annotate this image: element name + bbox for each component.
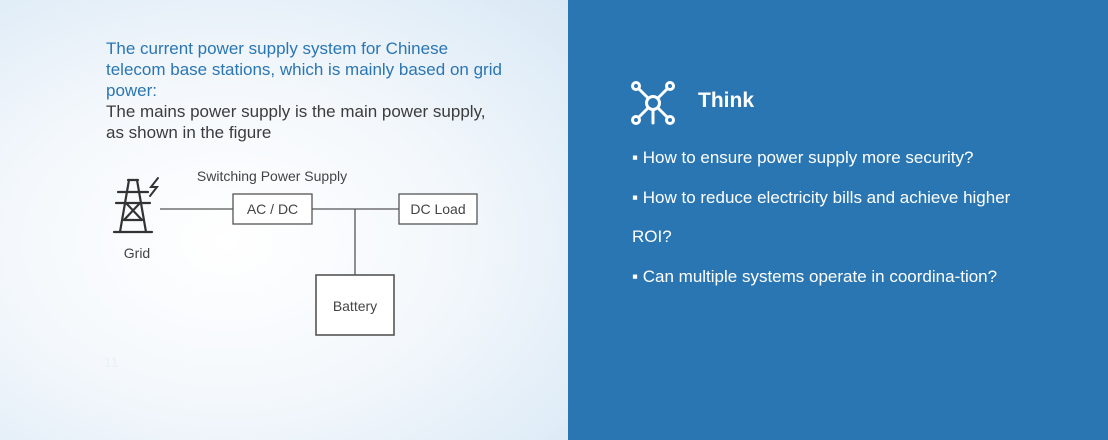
intro-text: The current power supply system for Chin…	[106, 38, 506, 143]
power-supply-diagram: AC / DC DC Load Battery Switching Power …	[112, 168, 478, 336]
question-list: ▪ How to ensure power supply more securi…	[632, 138, 1032, 296]
think-title: Think	[698, 89, 754, 112]
question-item: ▪ How to reduce electricity bills and ac…	[632, 187, 1011, 247]
network-nodes-icon	[631, 81, 675, 125]
switching-power-supply-label: Switching Power Supply	[197, 168, 347, 184]
dcload-label: DC Load	[410, 201, 465, 217]
right-panel	[568, 0, 1108, 440]
grid-label: Grid	[124, 245, 150, 261]
battery-label: Battery	[333, 298, 377, 314]
battery-box	[315, 274, 395, 336]
acdc-box	[232, 193, 313, 225]
acdc-label: AC / DC	[247, 201, 298, 217]
intro-body: The mains power supply is the main power…	[106, 102, 486, 142]
dcload-box	[398, 193, 478, 225]
page-number: 11	[104, 354, 119, 370]
question-item: ▪ How to ensure power supply more securi…	[632, 148, 974, 167]
intro-highlight: The current power supply system for Chin…	[106, 39, 502, 100]
question-item: ▪ Can multiple systems operate in coordi…	[632, 266, 998, 286]
power-tower-icon	[112, 177, 160, 234]
